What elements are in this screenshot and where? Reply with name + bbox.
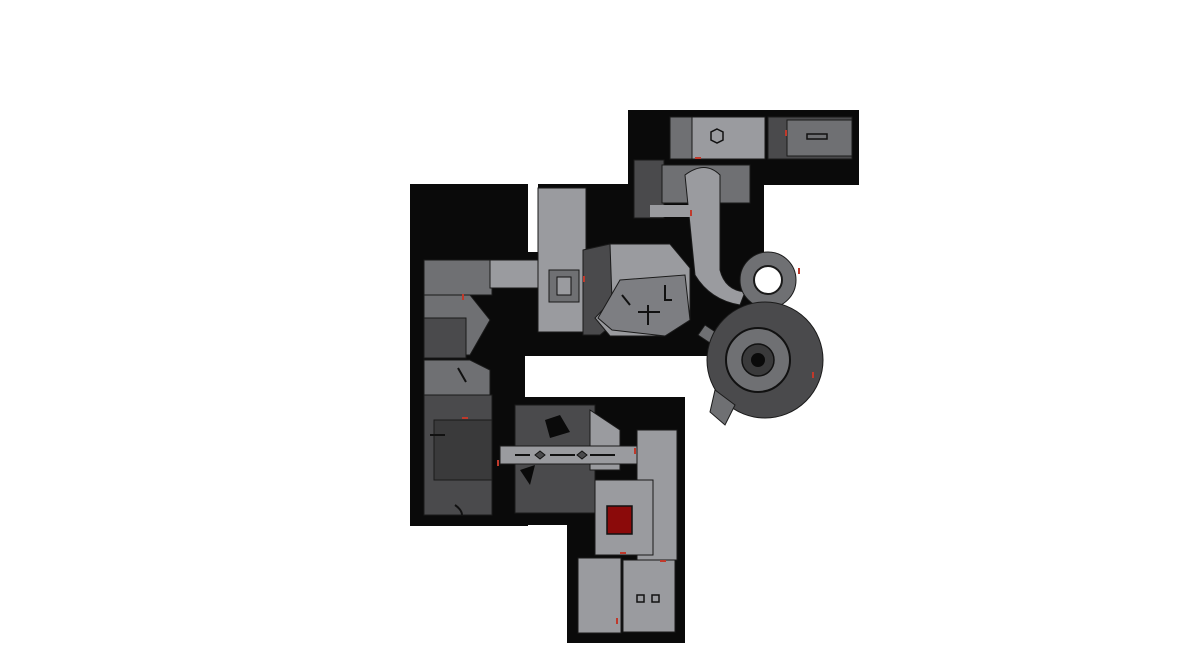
north-room-b-inner	[786, 119, 853, 157]
tower-pit	[751, 353, 765, 367]
central-details	[621, 285, 672, 325]
west-hall-upper	[423, 259, 493, 296]
courtyard-gap-south	[525, 356, 685, 397]
door-marker	[695, 157, 701, 159]
objective-room	[577, 479, 676, 634]
north-wing	[633, 116, 853, 306]
door-marker	[462, 294, 464, 300]
door-marker	[462, 417, 468, 419]
circular-tower	[697, 251, 824, 426]
central-west-pillar	[556, 276, 572, 296]
west-hall	[423, 259, 551, 516]
door-marker	[634, 448, 636, 454]
north-hall-passage	[650, 205, 698, 217]
southeast-marker-a	[636, 594, 645, 603]
southeast-room	[622, 559, 676, 633]
door-marker	[583, 276, 585, 282]
hexagon-marker	[710, 128, 724, 144]
west-hall-bottom-inner	[433, 419, 493, 481]
objective-marker	[606, 505, 633, 535]
courtyard-gap	[528, 184, 538, 252]
central-chamber	[537, 187, 691, 337]
door-marker	[812, 372, 814, 378]
tower-stairs	[709, 389, 736, 426]
door-marker	[497, 460, 499, 466]
north-room-a-shadow	[669, 116, 693, 160]
central-main-floor	[597, 274, 691, 337]
door-marker	[616, 618, 618, 624]
south-diamond-a	[534, 450, 546, 460]
curved-corridor	[684, 167, 746, 306]
west-hall-detail	[430, 367, 467, 516]
west-hall-dark	[423, 317, 467, 359]
door-markers	[462, 130, 814, 624]
central-west-room	[537, 187, 587, 333]
door-marker	[620, 552, 626, 554]
north-room-b-marker	[806, 133, 828, 140]
tower-small-center	[753, 265, 783, 295]
door-marker	[690, 210, 692, 216]
door-marker	[798, 268, 800, 274]
south-debris	[520, 415, 570, 485]
door-marker	[785, 130, 787, 136]
south-diamond-b	[576, 450, 588, 460]
door-marker	[660, 560, 666, 562]
southeast-marker-b	[651, 594, 660, 603]
southwest-room	[577, 557, 622, 634]
west-hall-lower	[423, 359, 491, 396]
